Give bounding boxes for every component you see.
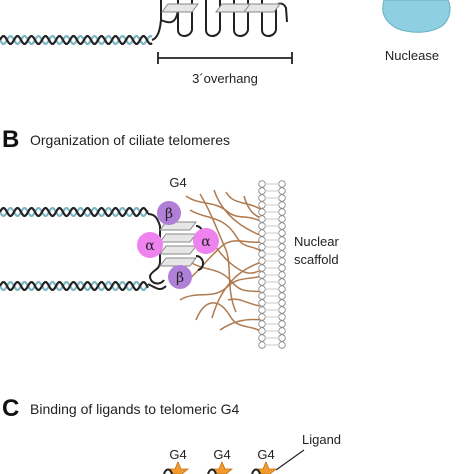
lipid-head xyxy=(278,313,286,321)
alpha-subunit-left: α xyxy=(137,232,163,258)
lipid-head xyxy=(258,250,266,258)
panel-b: B Organization of ciliate telomeres xyxy=(0,126,339,349)
ligand-star-1 xyxy=(166,460,190,474)
lipid-head xyxy=(258,243,266,251)
lipid-head xyxy=(258,180,266,188)
svg-text:α: α xyxy=(201,234,211,250)
beta-subunit-top: β xyxy=(157,201,181,225)
scaffold-fibers xyxy=(179,189,263,333)
lipid-head xyxy=(258,229,266,237)
lipid-head xyxy=(278,250,286,258)
ligand-star-3 xyxy=(254,460,278,474)
alpha-subunit-right: α xyxy=(193,228,219,254)
lipid-head xyxy=(278,208,286,216)
lipid-head xyxy=(278,201,286,209)
lipid-head xyxy=(258,264,266,272)
lipid-head xyxy=(278,306,286,314)
lipid-head xyxy=(278,257,286,265)
overhang-loops xyxy=(151,0,288,41)
ligand-star-2 xyxy=(210,460,234,474)
lipid-head xyxy=(258,278,266,286)
lipid-head xyxy=(258,187,266,195)
dna-strand-bottom xyxy=(0,35,153,45)
lipid-head xyxy=(258,306,266,314)
lipid-head xyxy=(258,334,266,342)
lipid-head xyxy=(278,215,286,223)
lipid-head xyxy=(278,292,286,300)
g4-label-1: G4 xyxy=(169,447,186,462)
lipid-head xyxy=(278,187,286,195)
lipid-head xyxy=(258,257,266,265)
panel-c-title: Binding of ligands to telomeric G4 xyxy=(30,401,240,417)
svg-text:β: β xyxy=(165,206,173,222)
lipid-head xyxy=(258,222,266,230)
svg-text:α: α xyxy=(145,238,155,254)
lipid-head xyxy=(278,236,286,244)
lipid-head xyxy=(278,299,286,307)
overhang-label: 3´overhang xyxy=(192,71,258,86)
lipid-head xyxy=(258,201,266,209)
lipid-head xyxy=(258,292,266,300)
lipid-head xyxy=(258,341,266,349)
lipid-head xyxy=(278,271,286,279)
lipid-head xyxy=(278,320,286,328)
g4-label: G4 xyxy=(169,175,186,190)
dna-strand-upper-b xyxy=(0,207,149,217)
lipid-head xyxy=(278,180,286,188)
lipid-head xyxy=(258,299,266,307)
ligand-label: Ligand xyxy=(302,432,341,447)
lipid-head xyxy=(258,320,266,328)
panel-c-strand-stubs xyxy=(163,468,261,474)
panel-b-title: Organization of ciliate telomeres xyxy=(30,132,230,148)
dna-strand-upper-a xyxy=(0,207,149,217)
lipid-head xyxy=(278,327,286,335)
nuclease-shape xyxy=(382,0,451,33)
ligand-pointer xyxy=(275,449,305,471)
beta-subunit-bottom: β xyxy=(168,265,192,289)
lipid-head xyxy=(258,236,266,244)
svg-text:β: β xyxy=(176,270,184,286)
nuclear-scaffold-bilayer xyxy=(258,180,286,349)
lipid-head xyxy=(278,278,286,286)
dna-strand-top xyxy=(0,35,153,45)
lipid-head xyxy=(278,229,286,237)
nuclease-label: Nuclease xyxy=(385,48,439,63)
panel-b-letter: B xyxy=(2,126,19,153)
scaffold-label-line2: scaffold xyxy=(294,252,339,267)
ligand-stars xyxy=(166,460,278,474)
lipid-head xyxy=(278,264,286,272)
lipid-head xyxy=(258,327,266,335)
overhang-tetrad-planes xyxy=(161,3,281,13)
panel-c: C Binding of ligands to telomeric G4 G4 … xyxy=(2,395,341,474)
lipid-head xyxy=(258,313,266,321)
g4-label-3: G4 xyxy=(257,447,274,462)
lipid-head xyxy=(278,285,286,293)
lipid-head xyxy=(258,285,266,293)
lipid-head xyxy=(278,341,286,349)
panel-c-letter: C xyxy=(2,395,19,422)
lipid-head xyxy=(258,271,266,279)
lipid-head xyxy=(278,334,286,342)
lipid-head xyxy=(258,208,266,216)
lipid-head xyxy=(278,194,286,202)
dna-strand-lower-a xyxy=(0,281,149,291)
dna-strand-lower-b xyxy=(0,281,149,291)
lipid-head xyxy=(258,215,266,223)
scaffold-label-line1: Nuclear xyxy=(294,234,339,249)
overhang-bracket xyxy=(157,52,293,64)
lipid-head xyxy=(278,243,286,251)
g4-label-2: G4 xyxy=(213,447,230,462)
lipid-head xyxy=(258,194,266,202)
lipid-head xyxy=(278,222,286,230)
panel-a: 3´overhang Nuclease xyxy=(0,0,451,86)
